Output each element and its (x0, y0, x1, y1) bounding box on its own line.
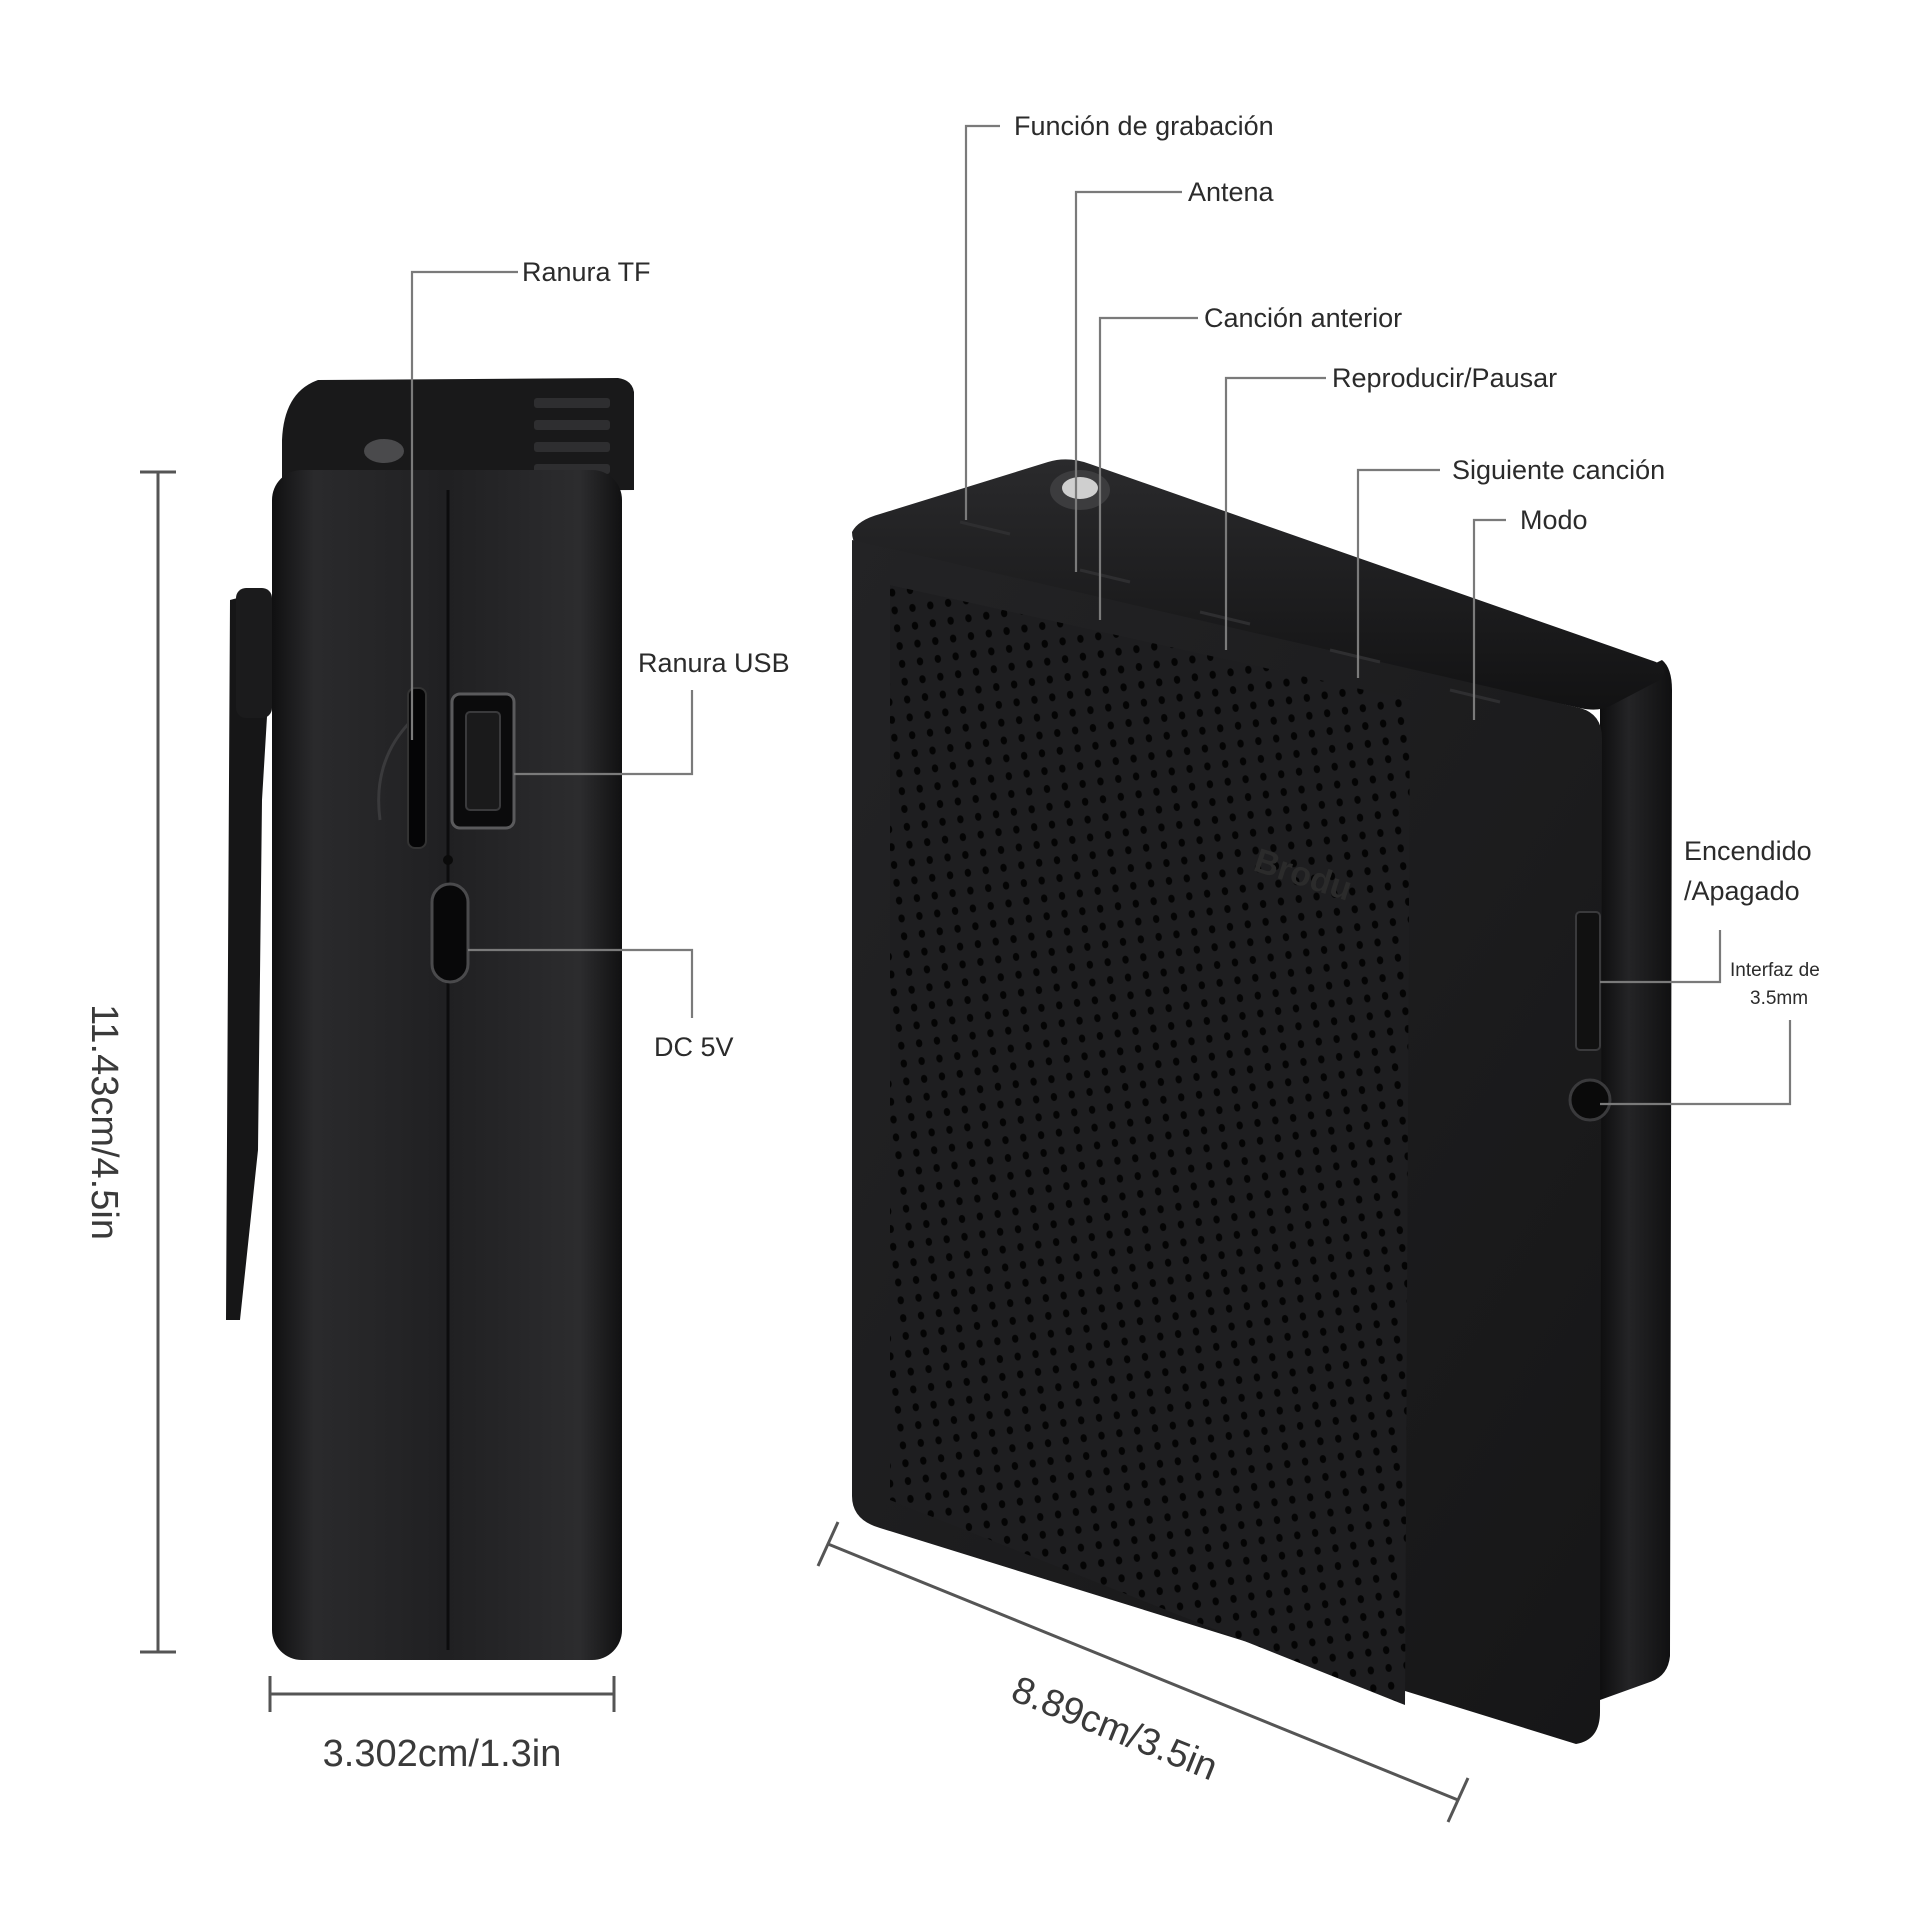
label-record: Función de grabación (1014, 111, 1274, 141)
led-dot (443, 855, 453, 865)
side-view-device (226, 378, 634, 1660)
label-power-1: Encendido (1684, 836, 1812, 866)
width-dimension (816, 1521, 1470, 1823)
label-jack-1: Interfaz de (1730, 960, 1820, 981)
label-prev: Canción anterior (1204, 303, 1402, 333)
front-view-device: Brodu (852, 459, 1672, 1744)
label-tf-slot: Ranura TF (522, 257, 651, 287)
depth-label: 3.302cm/1.3in (323, 1733, 562, 1775)
antenna-cap (1062, 477, 1098, 499)
label-play-pause: Reproducir/Pausar (1332, 363, 1557, 393)
depth-dimension (268, 1676, 616, 1712)
power-switch (1575, 911, 1601, 1051)
right-side-face (1600, 660, 1672, 1700)
speaker-grille (890, 585, 1410, 1705)
side-antenna-knob (364, 439, 404, 463)
top-face (852, 459, 1665, 710)
front-leaders (964, 124, 1792, 1106)
label-power-2: /Apagado (1684, 876, 1800, 906)
height-label: 11.43cm/4.5in (83, 1004, 125, 1240)
label-next: Siguiente canción (1452, 455, 1665, 485)
label-antenna: Antena (1188, 177, 1275, 207)
belt-clip-top (236, 588, 272, 718)
label-mode: Modo (1520, 505, 1588, 535)
top-buttons (959, 520, 1501, 704)
label-jack-2: 3.5mm (1750, 988, 1808, 1009)
label-usb-slot: Ranura USB (638, 648, 790, 678)
audio-jack (1568, 1078, 1612, 1122)
width-label: 8.89cm/3.5in (1006, 1669, 1223, 1789)
usb-slot (450, 692, 516, 830)
belt-clip (226, 590, 268, 1320)
height-dimension (140, 470, 176, 1654)
usbc-port (430, 882, 470, 984)
side-leaders (410, 270, 694, 1018)
label-dc: DC 5V (654, 1032, 734, 1062)
